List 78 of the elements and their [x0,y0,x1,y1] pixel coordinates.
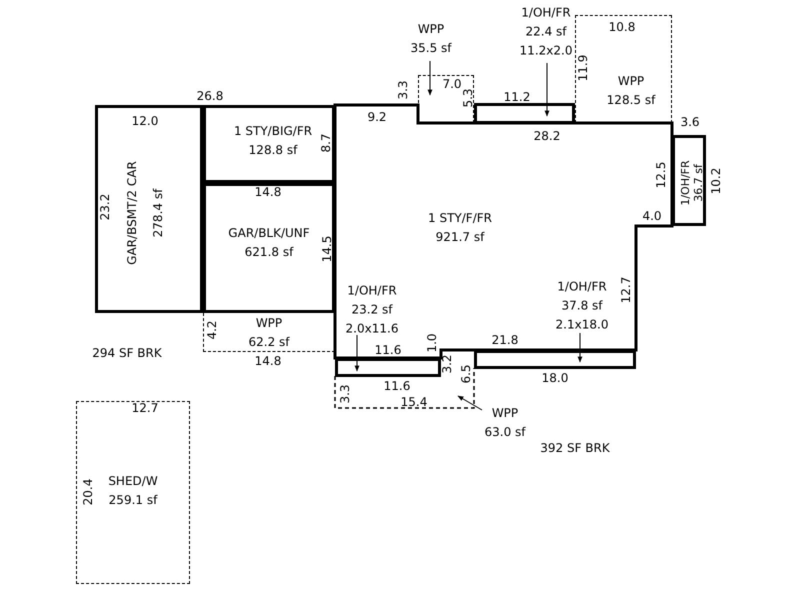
area-label: 23.2 sf [351,302,392,318]
area-label: 128.5 sf [606,92,656,109]
dimension-label: 11.2 [504,90,530,104]
room-outline [203,183,335,313]
dimension-label: 14.8 [254,185,282,199]
area-label: 278.4 sf [150,188,166,238]
leader-line [544,62,550,117]
dimension-label: 11.6 [384,379,410,393]
size-label: 2.1x18.0 [556,316,608,334]
porch-outline [203,313,335,352]
area-note: 392 SF BRK [540,441,610,455]
area-label: 621.8 sf [244,244,294,261]
overhang-outline [672,135,706,226]
overhang-outline [335,358,441,377]
room-label: WPP [418,21,444,38]
area-label: 62.2 sf [248,334,290,351]
dimension-label: 12.7 [132,401,158,415]
room-label: 1 STY/F/FR [428,210,492,227]
porch-outline [575,15,672,123]
room-label: WPP [256,315,282,332]
leader-line [578,332,582,363]
leader-line [354,334,360,372]
dimension-label: 12.0 [132,114,158,128]
dimension-label: 4.0 [642,209,662,223]
area-label: 35.5 sf [410,40,452,57]
dimension-label: 10.2 [709,168,723,194]
dimension-label: 10.8 [608,20,636,34]
dimension-label: 3.6 [680,115,700,129]
dimension-label: 7.0 [442,77,462,91]
dimension-label: 21.8 [492,333,518,347]
area-label: 128.8 sf [248,142,298,159]
room-label: GAR/BLK/UNF [228,225,310,242]
dimension-label: 3.2 [440,354,454,374]
dimension-label: 15.4 [400,395,428,409]
dimension-label: 8.7 [319,133,333,153]
room-label: WPP [618,73,644,90]
dimension-label: 11.6 [374,343,402,357]
dimension-label: 20.4 [81,478,95,506]
area-label: 259.1 sf [108,492,158,509]
dimension-label: 28.2 [534,129,560,143]
area-label: 63.0 sf [484,424,526,441]
room-label: 1/OH/FR [347,282,397,300]
dimension-label: 14.8 [254,354,282,368]
dimension-label: 9.2 [367,110,387,124]
leader-line [428,60,432,96]
room-label: GAR/BSMT/2 CAR [124,161,140,265]
dimension-label: 6.5 [459,364,473,384]
dimension-label: 12.5 [654,162,668,188]
room-outline [95,105,203,313]
overhang-outline [474,103,575,124]
dimension-label: 11.9 [576,54,590,82]
dimension-label: 3.3 [396,80,410,100]
dimension-label: 12.7 [619,276,633,304]
size-label: 11.2x2.0 [520,42,572,60]
area-label: 22.4 sf [525,24,566,40]
size-label: 2.0x11.6 [346,320,398,338]
area-label: 36.7 sf [692,164,705,202]
dimension-label: 18.0 [542,371,568,385]
area-label: 921.7 sf [436,229,484,246]
dimension-label: 3.3 [338,384,352,404]
overhang-outline [474,350,636,369]
dimension-label: 1.0 [425,333,439,353]
dimension-label: 26.8 [196,89,224,103]
area-label: 37.8 sf [561,298,602,314]
area-note: 294 SF BRK [92,346,162,360]
dimension-label: 14.5 [320,236,334,262]
room-label: 1 STY/BIG/FR [234,123,312,140]
room-label: WPP [492,405,518,422]
room-label: 1/OH/FR [521,4,571,22]
room-outline [203,105,335,183]
dimension-label: 23.2 [98,194,112,220]
room-label: 1/OH/FR [679,160,692,206]
dimension-label: 4.2 [205,320,219,340]
dimension-label: 5.3 [461,88,475,108]
shed-outline [76,401,190,584]
porch-outline [418,75,474,123]
room-label: 1/OH/FR [557,278,607,296]
room-label: SHED/W [108,473,158,490]
